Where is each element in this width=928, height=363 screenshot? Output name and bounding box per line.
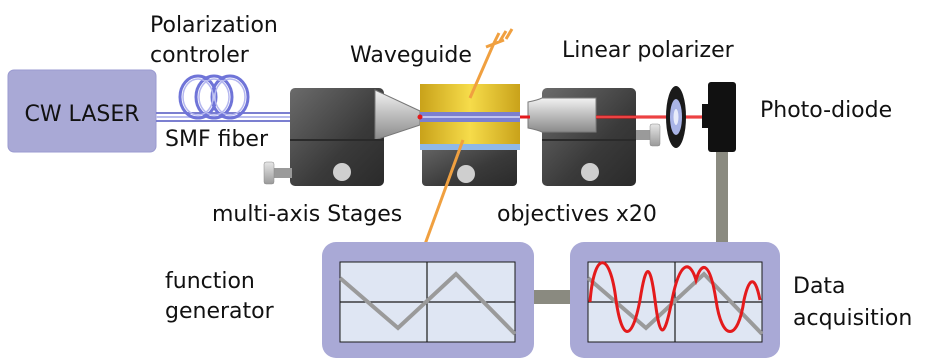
photodiode xyxy=(702,82,736,152)
detected-signal-trace xyxy=(588,261,762,333)
daq-label-2: acquisition xyxy=(793,306,912,331)
linear-polarizer-label: Linear polarizer xyxy=(562,38,735,63)
polarization-label-2: controler xyxy=(150,43,250,68)
data-acquisition xyxy=(570,242,780,358)
polarization-controller-loops xyxy=(178,74,250,120)
signal-cable xyxy=(422,28,514,248)
smf-fiber-label: SMF fiber xyxy=(165,127,269,152)
triangle-wave xyxy=(338,271,517,336)
linear-polarizer xyxy=(666,86,686,148)
laser-label: CW LASER xyxy=(24,102,139,127)
objectives-label: objectives x20 xyxy=(497,202,657,227)
right-stage xyxy=(527,88,661,186)
polarization-label-1: Polarization xyxy=(150,13,278,38)
waveguide-chip xyxy=(417,84,520,186)
fg-to-daq-cable xyxy=(534,290,572,304)
left-stage xyxy=(263,88,421,186)
photodiode-label: Photo-diode xyxy=(760,98,892,123)
cw-laser: CW LASER xyxy=(7,69,157,153)
stages-label: multi-axis Stages xyxy=(212,202,402,227)
photodiode-to-daq-cable xyxy=(716,150,728,246)
daq-label-1: Data xyxy=(793,274,846,299)
function-label-2: generator xyxy=(165,299,275,324)
waveguide-label: Waveguide xyxy=(350,43,472,68)
function-generator xyxy=(322,242,534,358)
function-label-1: function xyxy=(165,269,255,294)
data-links xyxy=(534,150,728,304)
